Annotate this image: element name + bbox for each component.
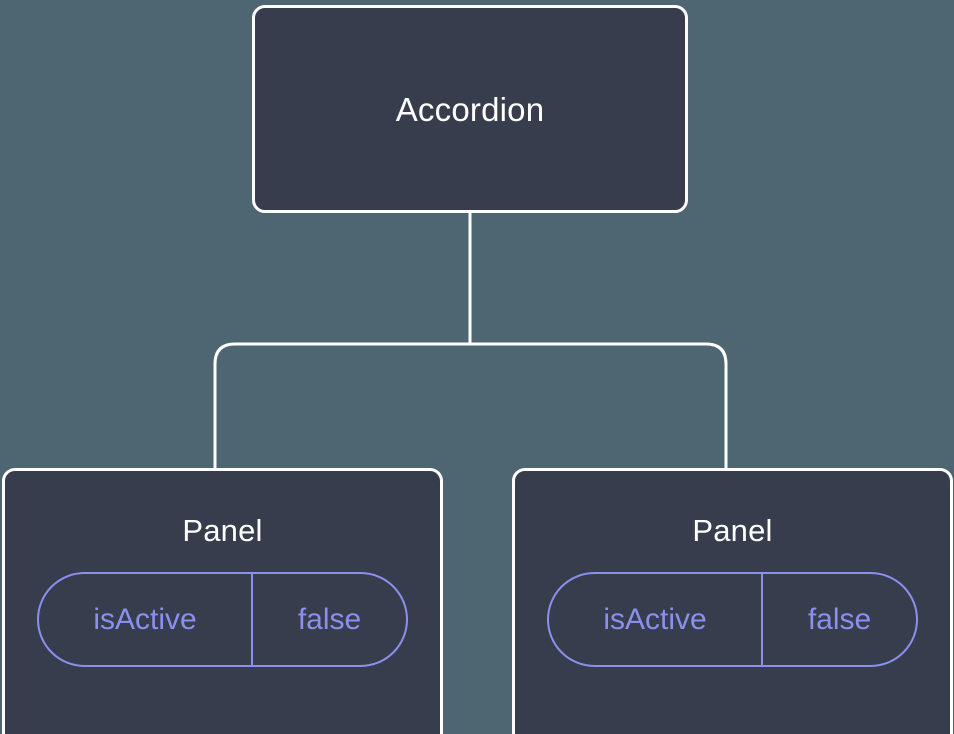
- node-accordion[interactable]: Accordion: [252, 5, 688, 213]
- node-panel-1-prop-value: false: [297, 602, 362, 636]
- node-panel-2-label: Panel: [692, 513, 773, 548]
- node-accordion-label: Accordion: [395, 90, 545, 128]
- node-panel-2-prop-pill[interactable]: isActive false: [547, 572, 918, 667]
- node-panel-1-prop-key: isActive: [93, 602, 197, 636]
- prop-divider: [761, 574, 763, 665]
- connector-branch-left: [213, 342, 470, 470]
- node-panel-2-prop-key: isActive: [603, 602, 707, 636]
- node-panel-2[interactable]: Panel isActive false: [512, 468, 953, 734]
- connector-branch-right: [470, 342, 728, 470]
- node-panel-1-label: Panel: [182, 513, 263, 548]
- prop-divider: [251, 574, 253, 665]
- node-panel-1-prop-pill[interactable]: isActive false: [37, 572, 408, 667]
- node-panel-2-prop-value: false: [807, 602, 872, 636]
- node-panel-1[interactable]: Panel isActive false: [2, 468, 443, 734]
